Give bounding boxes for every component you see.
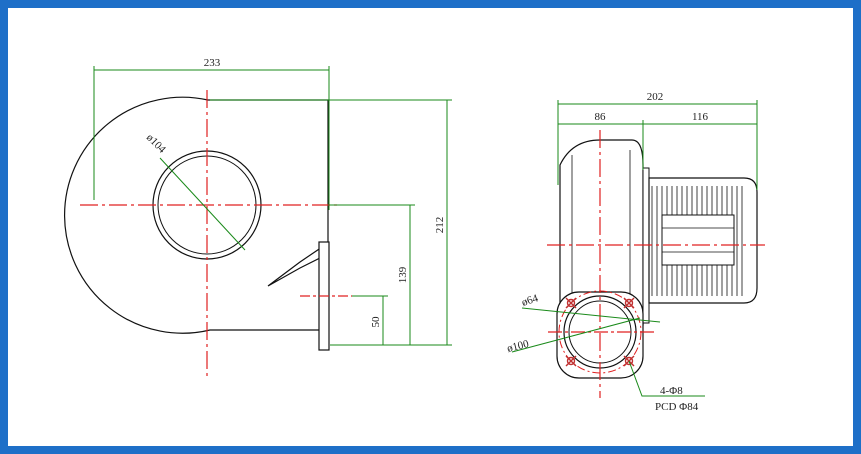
dim-116-label: 116 (692, 111, 709, 123)
bolt-hole-tl (566, 298, 576, 308)
front-view (547, 130, 765, 398)
dim-212-label: 212 (434, 217, 446, 234)
dim-86-label: 86 (595, 111, 607, 123)
dim-inlet-dia-label: ø104 (144, 132, 168, 156)
drawing-sheet: 233 212 139 50 ø104 (8, 8, 853, 446)
dim-outer-dia-label: ø100 (506, 338, 531, 355)
dim-outer-dia-leader (511, 317, 641, 353)
dim-233-label: 233 (204, 57, 221, 69)
motor-terminal-box (661, 214, 735, 266)
bolt-hole-tr (624, 298, 634, 308)
hole-callout-label: 4-Φ8 (660, 385, 683, 397)
bolt-holes (565, 297, 635, 367)
bolt-hole-bl (566, 356, 576, 366)
dim-50-label: 50 (370, 316, 382, 328)
inlet-dia-leader (159, 157, 246, 251)
hole-callout-leader (628, 360, 705, 397)
dim-202-label: 202 (647, 91, 664, 103)
volute-housing-outline (64, 96, 329, 334)
pcd-callout-label: PCD Φ84 (655, 401, 699, 413)
side-dimensions: 233 212 139 50 ø104 (93, 57, 452, 346)
dim-inner-dia-leader (521, 307, 661, 323)
bolt-hole-br (624, 356, 634, 366)
dim-139-label: 139 (397, 266, 409, 283)
technical-drawing: 233 212 139 50 ø104 (64, 57, 765, 413)
front-dimensions: 202 86 116 ø64 ø100 4-Φ8 PCD Φ84 (506, 91, 758, 413)
side-view (64, 90, 352, 380)
dim-inner-dia-label: ø64 (520, 292, 540, 309)
